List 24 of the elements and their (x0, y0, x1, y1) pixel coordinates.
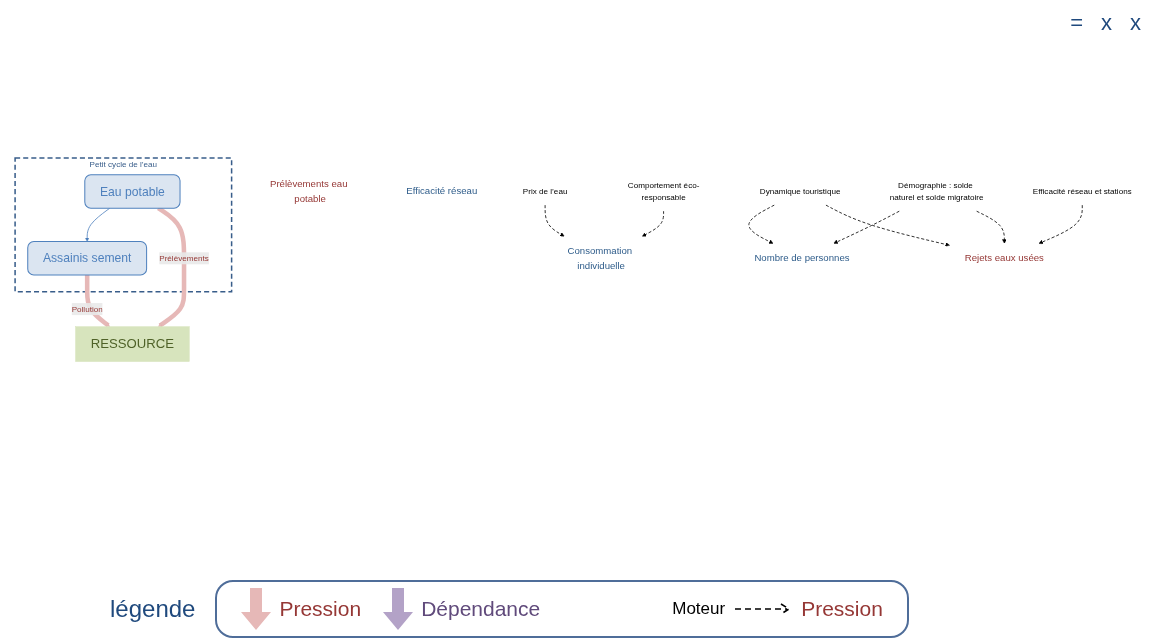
node-text: Consommation individuelle (566, 245, 632, 271)
node-text: Prix de l’eau (522, 187, 567, 196)
node-text: Efficacité réseau et stations (1032, 187, 1132, 196)
arrow (84, 275, 110, 328)
legend-text: Moteur (672, 599, 726, 619)
node-box: Eau potable (83, 174, 181, 209)
legend-text: Pression (801, 597, 883, 621)
legend-text: Pression (279, 597, 362, 621)
legend-title: légende (110, 595, 196, 623)
node-text: Démographie : solde naturel et solde migratoire (889, 181, 983, 202)
node-text: Nombre de personnes (753, 252, 850, 264)
operator-sign: x (1130, 10, 1141, 36)
node-box: RESSOURCE (74, 326, 190, 362)
edge-label: Prélèvements (158, 253, 209, 263)
node-text: Dynamique touristique (759, 187, 840, 196)
legend-text: Dépendance (421, 597, 541, 621)
node-text: Prélèvements eau potable (269, 178, 348, 204)
node-text: Comportement éco-responsable (627, 181, 699, 202)
edge-label: Pollution (71, 304, 103, 314)
node-box: Assainis sement (26, 241, 147, 276)
operator-sign: = (1070, 10, 1083, 36)
operator-sign: x (1101, 10, 1112, 36)
node-text: Rejets eaux usées (964, 252, 1044, 264)
node-text: Efficacité réseau (405, 185, 477, 197)
